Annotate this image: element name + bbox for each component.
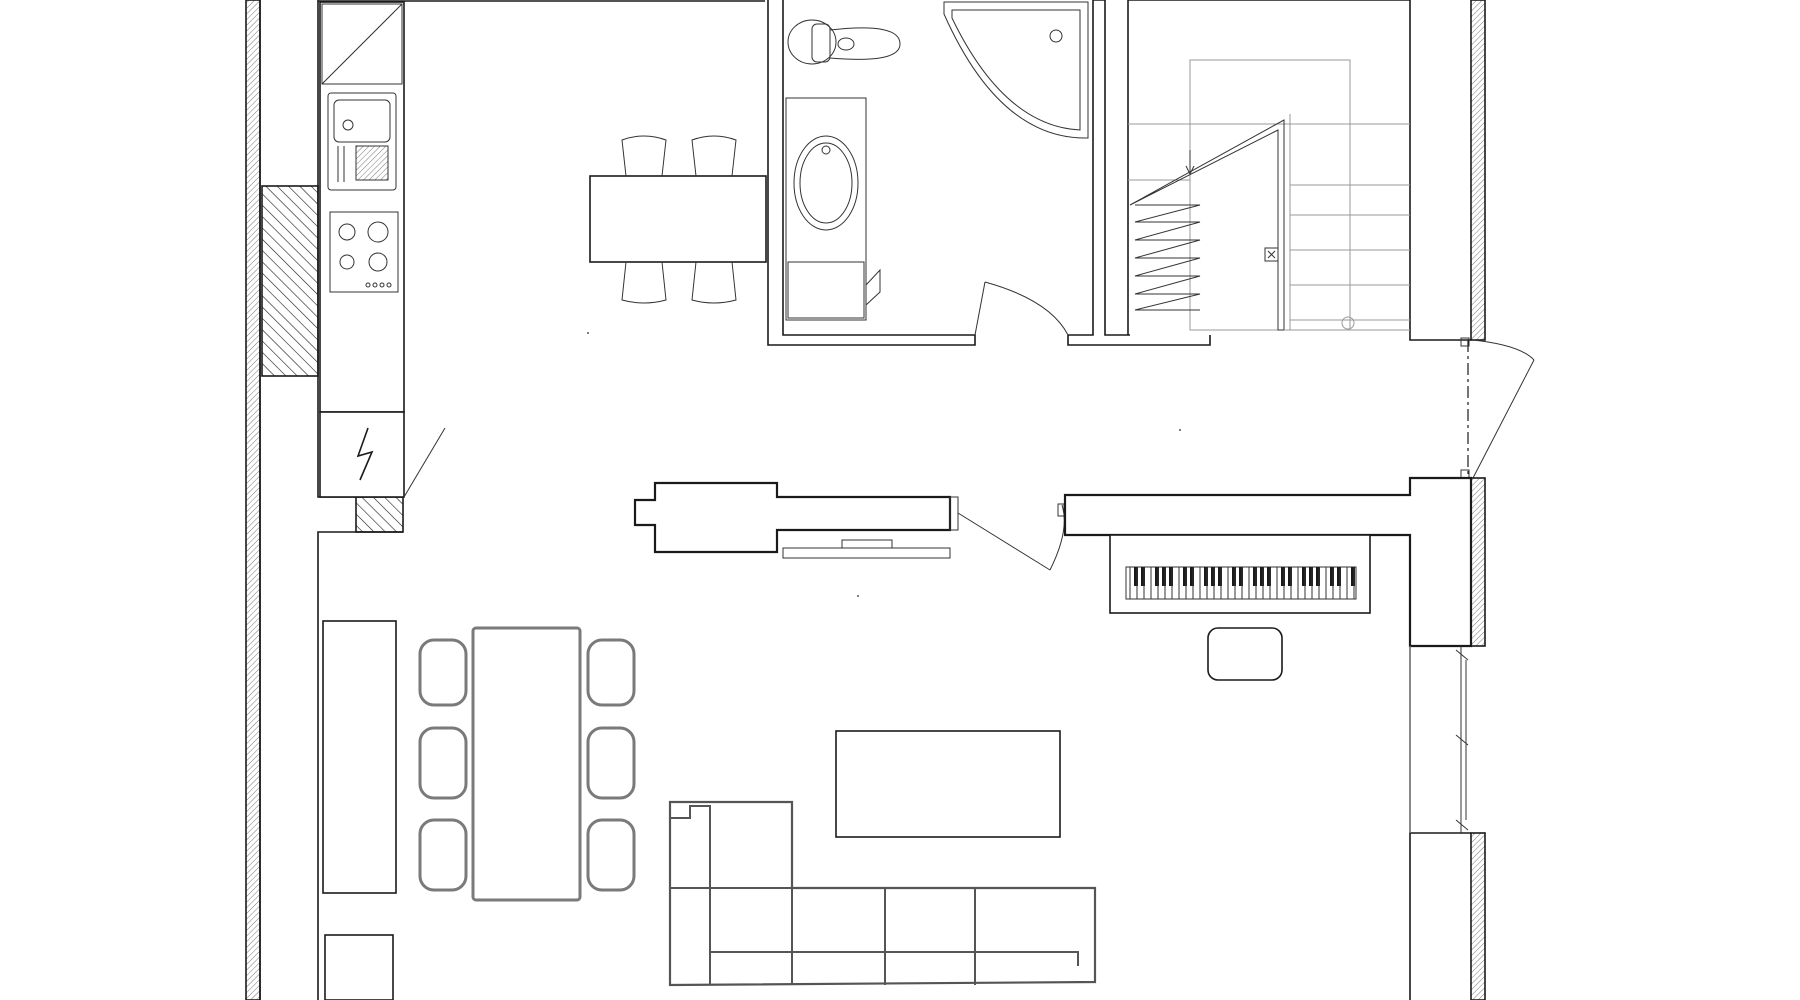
kitchen-counter	[319, 1, 405, 413]
piano-black-key	[1260, 567, 1264, 586]
column-small	[355, 496, 404, 533]
staircase	[1127, 0, 1471, 341]
sink-icon	[327, 92, 397, 191]
piano-black-key	[1155, 567, 1159, 586]
exterior-wall-right	[1470, 0, 1486, 1000]
dot-1	[587, 332, 589, 334]
corner-shower-icon	[943, 1, 1089, 139]
hob-icon	[329, 211, 399, 293]
piano-icon	[1109, 534, 1371, 614]
piano-black-key	[1302, 567, 1306, 586]
piano-black-key	[1141, 567, 1145, 586]
electrical-panel-icon	[319, 411, 446, 498]
dining-table-lower	[418, 626, 636, 902]
tv-unit	[322, 620, 397, 894]
piano-black-key	[1288, 567, 1292, 586]
sofa-icon	[668, 800, 1097, 987]
washing-machine-icon	[787, 261, 881, 319]
piano-black-key	[1204, 567, 1208, 586]
piano-black-key	[1351, 567, 1355, 586]
piano-black-key	[1309, 567, 1313, 586]
toilet-icon	[787, 19, 901, 65]
bathroom-door[interactable]	[974, 281, 1069, 336]
piano-black-key	[1183, 567, 1187, 586]
bathroom-wall-right	[1068, 0, 1130, 336]
piano-black-key	[1169, 567, 1173, 586]
bathroom-wall-bottom	[1067, 335, 1211, 346]
partition-wall-left	[633, 481, 959, 559]
piano-black-key	[1330, 567, 1334, 586]
piano-black-key	[1218, 567, 1222, 586]
coffee-table	[835, 730, 1061, 838]
piano-black-key	[1134, 567, 1138, 586]
piano-black-key	[1211, 567, 1215, 586]
piano-black-key	[1190, 567, 1194, 586]
piano-black-key	[1337, 567, 1341, 586]
piano-black-key	[1239, 567, 1243, 586]
dining-table-upper	[589, 135, 767, 304]
piano-black-key	[1162, 567, 1166, 586]
exterior-wall-left	[245, 0, 261, 1000]
chimney-column	[261, 185, 319, 377]
living-room-door[interactable]	[957, 503, 1065, 571]
piano-black-key	[1253, 567, 1257, 586]
piano-stool	[1207, 627, 1283, 681]
piano-black-key	[1267, 567, 1271, 586]
entrance-door[interactable]	[1460, 337, 1535, 479]
dot-2	[857, 595, 859, 597]
window-right	[1409, 646, 1469, 833]
bathroom-wall	[767, 0, 976, 346]
dot-3	[1179, 429, 1181, 431]
piano-black-key	[1316, 567, 1320, 586]
sideboard	[324, 934, 394, 1000]
washbasin-icon	[785, 97, 867, 321]
piano-black-key	[1281, 567, 1285, 586]
piano-black-key	[1232, 567, 1236, 586]
inner-wall-right-bottom	[1409, 832, 1471, 1000]
